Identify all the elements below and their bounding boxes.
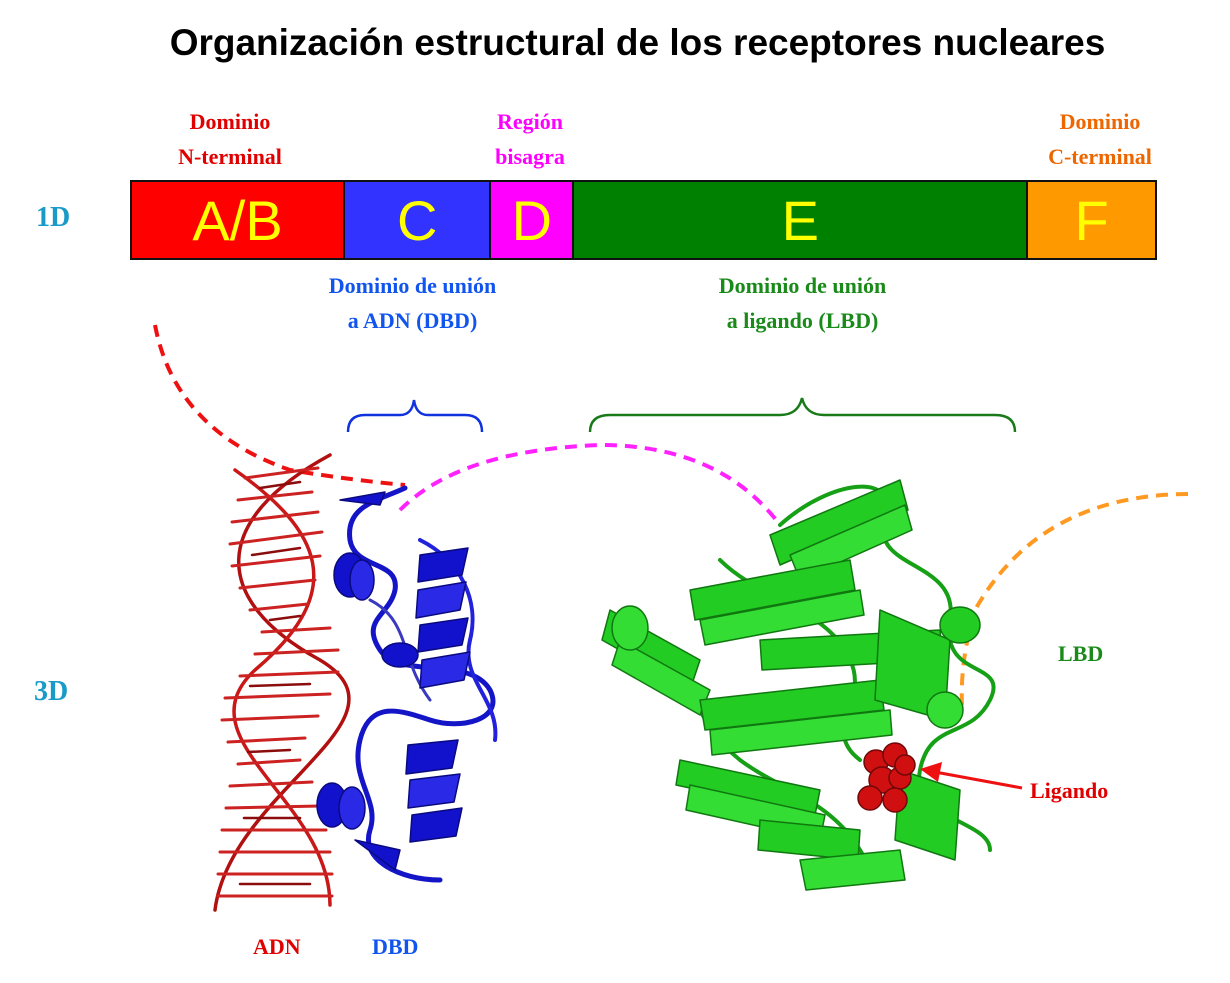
row-label-3d: 3D <box>34 676 69 707</box>
lbd-domain-label-line1: Dominio de unión <box>718 273 887 298</box>
dbd-protein-structure <box>316 485 498 883</box>
dbd-domain-label-line2: a ADN (DBD) <box>347 308 478 333</box>
lbd-brace <box>588 397 1017 433</box>
ligand-label: Ligando <box>1030 778 1109 803</box>
lbd-structure-label: LBD <box>1058 641 1104 666</box>
segment-ab: A/B <box>132 182 346 258</box>
figure-title: Organización estructural de los receptor… <box>169 22 1106 63</box>
ligand-arrow-head <box>920 762 942 782</box>
dbd-domain-label: Dominio de unión a ADN (DBD) <box>290 268 535 338</box>
hinge-region-label: Región bisagra <box>470 104 590 174</box>
lbd-domain-label: Dominio de unión a ligando (LBD) <box>680 268 925 338</box>
segment-e: E <box>574 182 1029 258</box>
n-terminal-dashed-link <box>153 324 406 487</box>
lbd-protein-structure <box>601 479 996 891</box>
n-terminal-label: Dominio N-terminal <box>140 104 320 174</box>
segment-f: F <box>1028 182 1155 258</box>
lbd-domain-label-line2: a ligando (LBD) <box>726 308 879 333</box>
n-terminal-label-line1: Dominio <box>189 109 271 134</box>
ligand-pointer-arrow <box>934 770 1023 790</box>
dbd-domain-label-line1: Dominio de unión <box>328 273 497 298</box>
dbd-brace <box>346 399 484 433</box>
c-terminal-label-line2: C-terminal <box>1048 144 1152 169</box>
row-label-1d: 1D <box>36 202 71 233</box>
dna-helix <box>213 453 351 912</box>
domain-bar: A/B C D E F <box>130 180 1157 260</box>
c-terminal-dashed-link <box>959 492 1189 706</box>
dna-label: ADN <box>253 934 301 959</box>
c-terminal-label: Dominio C-terminal <box>1020 104 1180 174</box>
hinge-region-label-line1: Región <box>497 109 563 134</box>
dbd-structure-label: DBD <box>372 934 419 959</box>
ligand-molecule <box>857 742 916 813</box>
hinge-dashed-link <box>398 442 782 527</box>
segment-d: D <box>491 182 575 258</box>
c-terminal-label-line1: Dominio <box>1059 109 1141 134</box>
hinge-region-label-line2: bisagra <box>495 144 565 169</box>
segment-c: C <box>345 182 492 258</box>
n-terminal-label-line2: N-terminal <box>178 144 282 169</box>
